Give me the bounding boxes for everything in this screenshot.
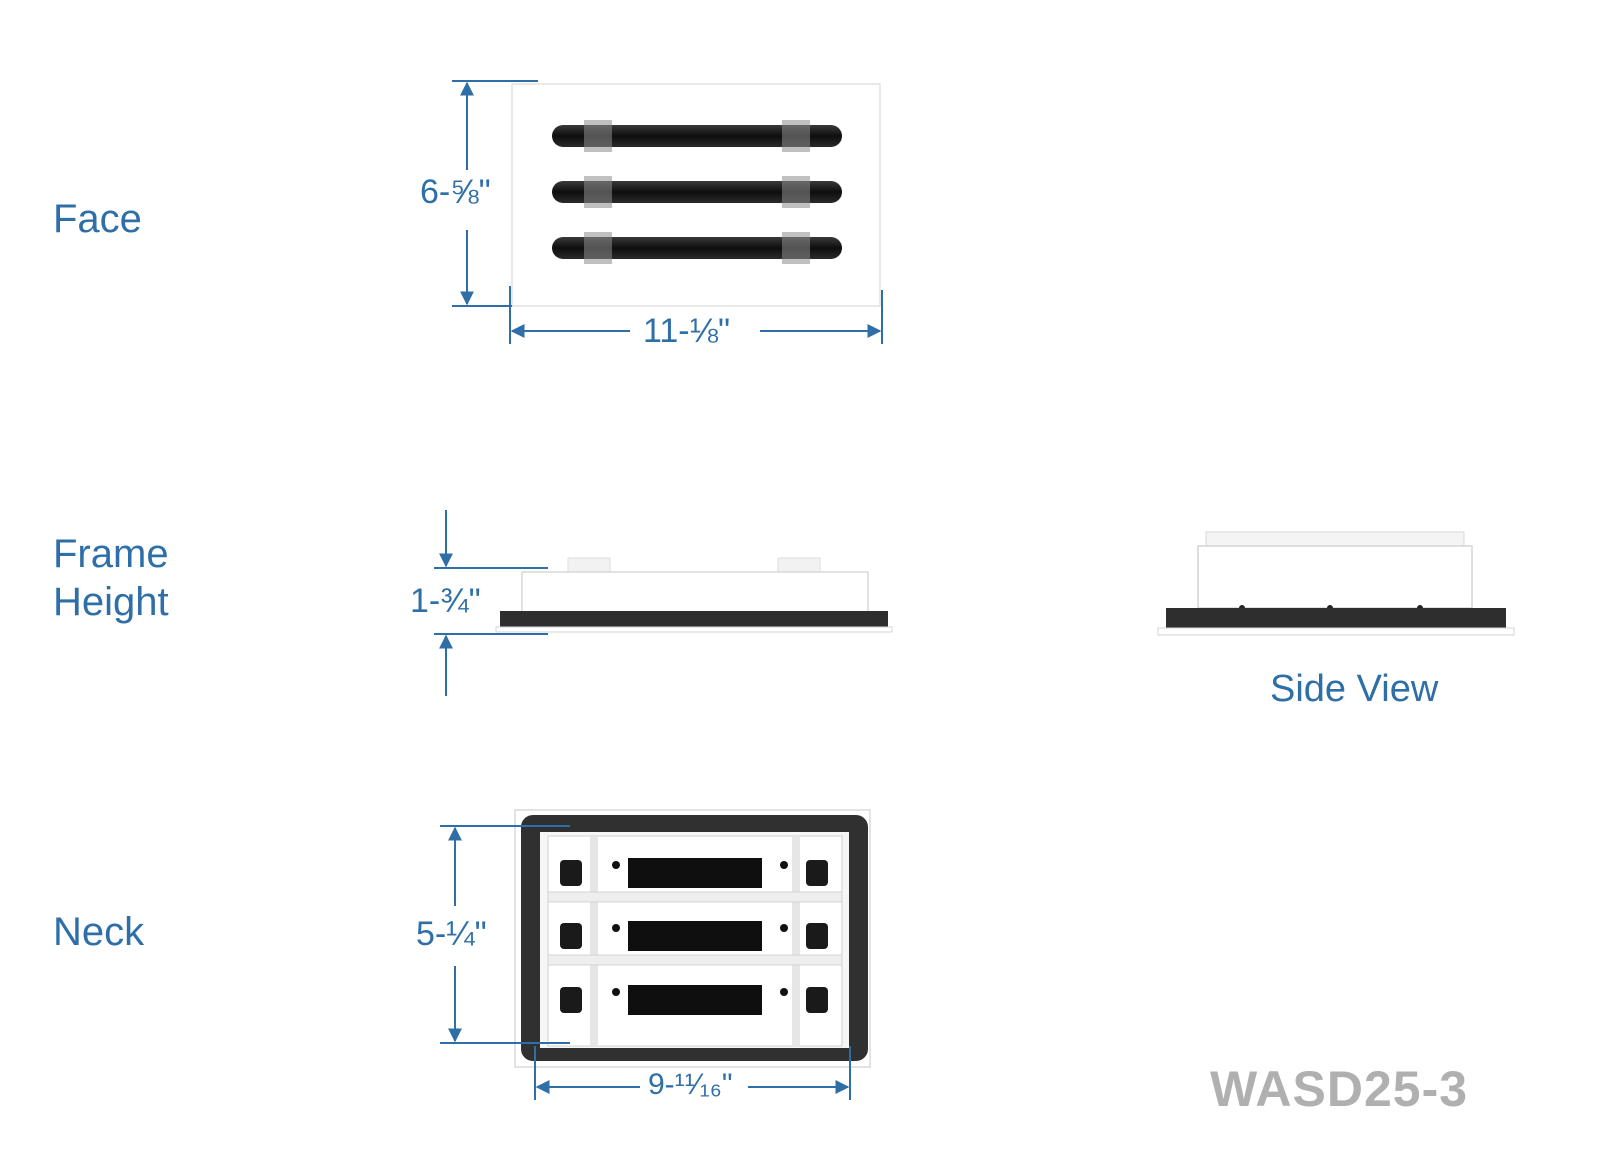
frame-profile-image — [495, 557, 893, 633]
neck-height-dimension-line — [440, 825, 570, 1044]
face-label: Face — [53, 197, 142, 241]
neck-height-value: 5-¼" — [410, 915, 493, 954]
face-width-value: 11-⅛" — [637, 312, 737, 351]
side-view-label: Side View — [1270, 668, 1439, 710]
neck-back-image — [514, 809, 871, 1068]
face-slot-bar — [552, 232, 842, 264]
frame-height-label-line2: Height — [53, 580, 169, 624]
neck-slot-bar — [547, 858, 843, 903]
face-width-dimension-line — [509, 286, 883, 344]
neck-slot-bar — [560, 985, 828, 1015]
face-height-dimension-line — [452, 80, 538, 307]
neck-width-dimension-line — [534, 1046, 851, 1100]
neck-slot-bar — [547, 921, 843, 966]
frame-height-label: Frame Height — [53, 530, 169, 626]
neck-width-value: 9-¹¹⁄₁₆" — [642, 1068, 739, 1102]
face-slot-bar — [552, 120, 842, 152]
face-slot-bar — [552, 176, 842, 208]
side-view-image — [1157, 531, 1515, 636]
neck-label: Neck — [53, 910, 145, 954]
frame-height-dimension-line — [434, 510, 548, 696]
face-height-value: 6-⅝" — [414, 173, 497, 212]
model-number: WASD25-3 — [1210, 1061, 1469, 1117]
frame-height-value: 1-¾" — [404, 582, 487, 621]
face-grille-image — [511, 83, 881, 307]
frame-height-label-line1: Frame — [53, 532, 169, 576]
